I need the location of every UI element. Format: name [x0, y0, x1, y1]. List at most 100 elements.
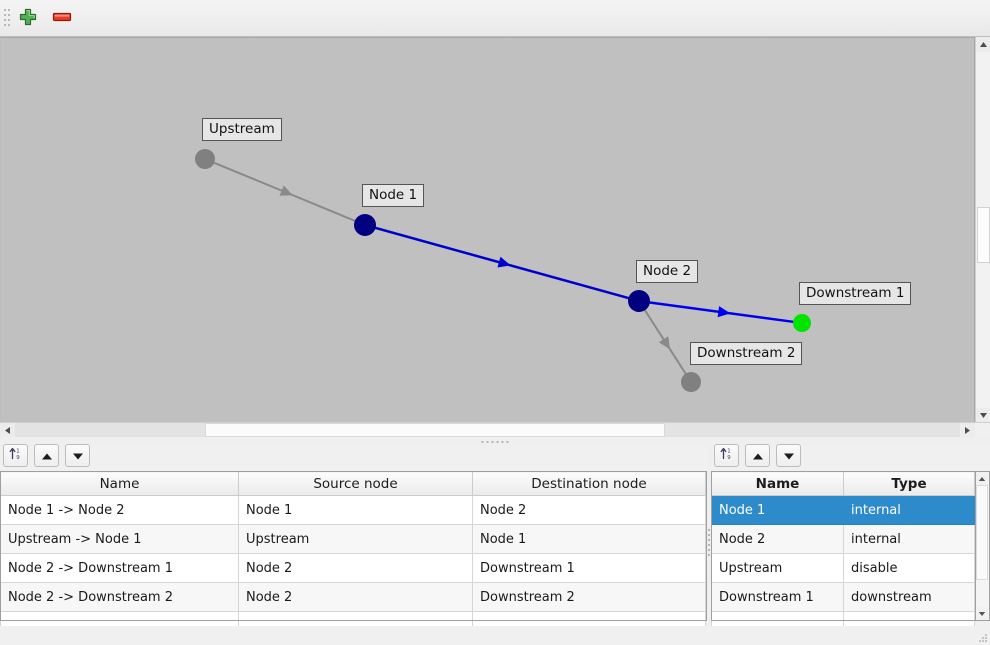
main-toolbar — [0, 0, 990, 37]
vertical-splitter[interactable] — [707, 441, 712, 626]
node-layer — [195, 149, 811, 392]
minus-icon — [51, 7, 73, 31]
graph-node-node1[interactable] — [354, 214, 376, 236]
nodes-scroll-down-icon[interactable] — [976, 607, 988, 620]
edges-sort-button[interactable]: 1 9 — [3, 444, 28, 467]
svg-text:9: 9 — [16, 455, 20, 461]
triangle-down-icon — [783, 446, 795, 465]
canvas-vertical-scrollbar[interactable] — [975, 37, 990, 423]
graph-node-upstream[interactable] — [195, 149, 215, 169]
edge-arrow-node2-downstream1 — [717, 306, 731, 318]
plus-icon — [18, 7, 38, 31]
cell-name[interactable]: Node 2 — [711, 524, 844, 554]
cell-source[interactable]: Node 1 — [238, 495, 473, 525]
nodes-table-scrollbar[interactable] — [976, 471, 990, 621]
cell-name[interactable]: Node 1 -> Node 2 — [0, 495, 239, 525]
nodes-scroll-thumb[interactable] — [976, 485, 988, 580]
cell-destination[interactable]: Node 1 — [472, 524, 706, 554]
column-header-name[interactable]: Name — [0, 471, 239, 496]
cell-name[interactable]: Node 2 -> Downstream 1 — [0, 553, 239, 583]
graph-node-label-upstream[interactable]: Upstream — [202, 118, 282, 141]
svg-text:1: 1 — [16, 449, 19, 455]
nodes-scroll-up-icon[interactable] — [976, 472, 988, 485]
cell-destination[interactable]: Downstream 1 — [472, 553, 706, 583]
nodes-move-down-button[interactable] — [776, 444, 801, 467]
graph-node-label-downstream1[interactable]: Downstream 1 — [799, 282, 912, 305]
cell-destination[interactable]: Downstream 2 — [472, 582, 706, 612]
canvas-vscroll-track[interactable] — [976, 52, 990, 408]
edges-toolbar: 1 9 — [0, 441, 90, 470]
column-header-source-node[interactable]: Source node — [238, 471, 473, 496]
nodes-sort-button[interactable]: 1 9 — [714, 444, 739, 467]
edge-arrow-node1-node2 — [497, 256, 511, 268]
cell-name[interactable]: Downstream 1 — [711, 582, 844, 612]
svg-text:9: 9 — [727, 455, 731, 461]
column-header-destination-node[interactable]: Destination node — [472, 471, 706, 496]
sort-ascending-icon: 1 9 — [719, 446, 734, 465]
resize-grip-icon[interactable] — [979, 634, 987, 642]
graph-node-label-downstream2[interactable]: Downstream 2 — [690, 342, 803, 365]
graph-node-downstream2[interactable] — [681, 372, 701, 392]
nodes-toolbar: 1 9 — [711, 441, 801, 470]
svg-text:1: 1 — [727, 449, 730, 455]
graph-node-label-node2[interactable]: Node 2 — [636, 260, 699, 283]
triangle-up-icon — [41, 446, 53, 465]
canvas-vscroll-thumb[interactable] — [977, 207, 990, 263]
column-header-name[interactable]: Name — [711, 471, 844, 496]
remove-button[interactable] — [50, 7, 74, 31]
vsplitter-grip-icon — [708, 529, 710, 559]
triangle-up-icon — [752, 446, 764, 465]
cell-source[interactable]: Node 2 — [238, 553, 473, 583]
cell-name[interactable]: Node 2 -> Downstream 2 — [0, 582, 239, 612]
scroll-down-icon[interactable] — [976, 408, 990, 423]
cell-source[interactable]: Node 2 — [238, 582, 473, 612]
graph-node-node2[interactable] — [628, 290, 650, 312]
column-header-type[interactable]: Type — [843, 471, 975, 496]
cell-source[interactable]: Upstream — [238, 524, 473, 554]
cell-type[interactable]: internal — [843, 524, 975, 554]
edges-move-down-button[interactable] — [65, 444, 90, 467]
canvas-hscroll-thumb[interactable] — [205, 423, 665, 437]
graph-node-downstream1[interactable] — [793, 314, 811, 332]
cell-name[interactable]: Upstream — [711, 553, 844, 583]
splitter-grip-icon — [481, 441, 509, 443]
cell-destination[interactable]: Node 2 — [472, 495, 706, 525]
triangle-down-icon — [72, 446, 84, 465]
cell-type[interactable]: downstream — [843, 582, 975, 612]
cell-name[interactable]: Node 1 — [711, 495, 844, 525]
cell-name[interactable]: Upstream -> Node 1 — [0, 524, 239, 554]
edge-arrow-upstream-node1 — [279, 185, 293, 196]
horizontal-splitter[interactable] — [0, 437, 990, 446]
canvas-horizontal-scrollbar[interactable] — [0, 422, 990, 437]
nodes-move-up-button[interactable] — [745, 444, 770, 467]
status-strip — [0, 626, 990, 645]
cell-type[interactable]: disable — [843, 553, 975, 583]
graph-node-label-node1[interactable]: Node 1 — [362, 184, 425, 207]
scroll-up-icon[interactable] — [976, 37, 990, 52]
scroll-right-icon[interactable] — [960, 423, 975, 437]
add-button[interactable] — [16, 7, 40, 31]
edges-move-up-button[interactable] — [34, 444, 59, 467]
scroll-left-icon[interactable] — [0, 423, 15, 437]
edge-layer — [212, 161, 795, 375]
graph-drawing — [195, 149, 811, 392]
canvas-hscroll-track[interactable] — [15, 423, 960, 437]
toolbar-drag-handle[interactable] — [4, 9, 10, 29]
cell-type[interactable]: internal — [843, 495, 975, 525]
